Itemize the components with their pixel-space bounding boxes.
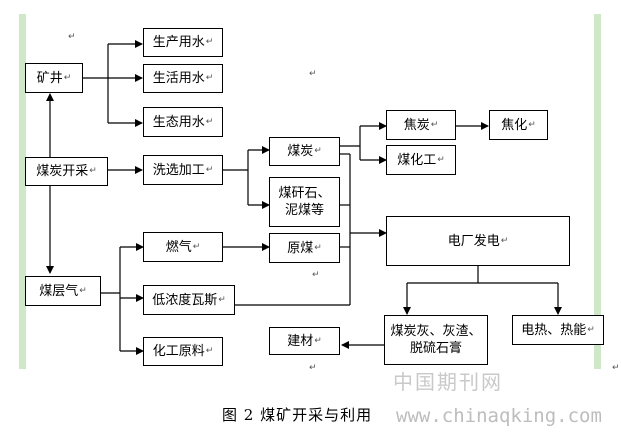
label-shengchan-yongshui: 生产用水 (152, 35, 205, 50)
label-huagong-yuanliao: 化工原料 (152, 344, 205, 359)
para-mark: ↵ (89, 166, 97, 176)
node-meihuagong: 煤化工↵ (386, 145, 456, 175)
label-shengtai-yongshui: 生态用水 (152, 114, 205, 130)
node-jiaotan: 焦炭↵ (386, 110, 456, 140)
para-mark: ↵ (192, 241, 201, 252)
para-mark: ↵ (587, 324, 595, 335)
node-shenghuo-yongshui: 生活用水↵ (143, 64, 223, 93)
label-meiganshi: 煤矸石、 泥煤等 (278, 186, 331, 218)
para-mark: ↵ (314, 335, 322, 346)
para-mark: ↵ (63, 72, 72, 83)
para-mark: ↵ (612, 363, 620, 373)
node-dianre-reneng: 电热、热能↵ (512, 315, 604, 345)
para-mark: ↵ (430, 119, 439, 130)
para-mark: ↵ (218, 294, 226, 305)
label-meitan-kaicai: 煤炭开采 (36, 164, 89, 179)
label-meitan: 煤炭 (287, 144, 314, 159)
node-meitan: 煤炭↵ (269, 137, 340, 166)
node-shengchan-yongshui: 生产用水↵ (143, 28, 223, 57)
node-shengtai-yongshui: 生态用水↵ (143, 107, 223, 137)
label-meihuagong: 煤化工 (397, 152, 437, 168)
node-meitanhui: 煤炭灰、灰渣、 脱硫石膏 (384, 315, 488, 365)
para-mark: ↵ (205, 73, 214, 83)
para-mark: ↵ (205, 116, 214, 127)
label-di-nongdu-wasi: 低浓度瓦斯 (152, 292, 218, 308)
figure-caption: 图 2 煤矿开采与利用 (222, 406, 373, 424)
para-mark: ↵ (205, 37, 214, 47)
node-dianchang-fadian: 电厂发电↵ (386, 216, 570, 266)
para-mark: ↵ (205, 346, 214, 356)
label-dianchang-fadian: 电厂发电 (447, 233, 500, 249)
node-ranqi: 燃气↵ (143, 232, 223, 262)
label-jiaotan: 焦炭 (403, 117, 430, 133)
left-margin-bar (19, 14, 26, 369)
para-mark: ↵ (205, 164, 214, 175)
node-kuangjing: 矿井↵ (25, 63, 83, 93)
para-mark: ↵ (437, 154, 445, 165)
node-meicengqi: 煤层气↵ (25, 276, 101, 306)
node-huagong-yuanliao: 化工原料↵ (143, 337, 223, 366)
node-meitan-kaicai: 煤炭开采↵ (25, 157, 108, 186)
label-meicengqi: 煤层气 (39, 283, 79, 299)
label-shenghuo-yongshui: 生活用水 (152, 71, 205, 86)
node-jiaohua: 焦化↵ (489, 110, 548, 140)
label-jiaohua: 焦化 (501, 117, 528, 133)
label-yuanmei: 原煤 (287, 240, 314, 256)
para-mark: ↵ (314, 146, 322, 156)
watermark-text: 中国期刊网 (393, 370, 503, 394)
para-mark: ↵ (309, 363, 317, 373)
para-mark: ↵ (500, 235, 509, 246)
para-mark: ↵ (314, 242, 322, 253)
label-kuangjing: 矿井 (36, 70, 63, 86)
para-mark: ↵ (68, 32, 76, 42)
para-mark: ↵ (312, 270, 320, 280)
node-meiganshi: 煤矸石、 泥煤等 (269, 177, 340, 227)
para-mark: ↵ (309, 69, 317, 79)
label-xixuan-jiagong: 洗选加工 (152, 162, 205, 178)
para-mark: ↵ (528, 119, 536, 130)
node-xixuan-jiagong: 洗选加工↵ (143, 155, 223, 185)
label-jiancai: 建材 (287, 333, 314, 349)
label-dianre-reneng: 电热、热能 (521, 322, 587, 338)
node-di-nongdu-wasi: 低浓度瓦斯↵ (143, 285, 235, 315)
label-meitanhui: 煤炭灰、灰渣、 脱硫石膏 (390, 324, 482, 356)
label-ranqi: 燃气 (165, 239, 192, 255)
node-jiancai: 建材↵ (269, 327, 340, 355)
node-yuanmei: 原煤↵ (269, 233, 340, 263)
watermark-url: www.chinaqking.com (396, 405, 602, 427)
para-mark: ↵ (79, 285, 87, 296)
right-margin-bar (594, 14, 601, 369)
